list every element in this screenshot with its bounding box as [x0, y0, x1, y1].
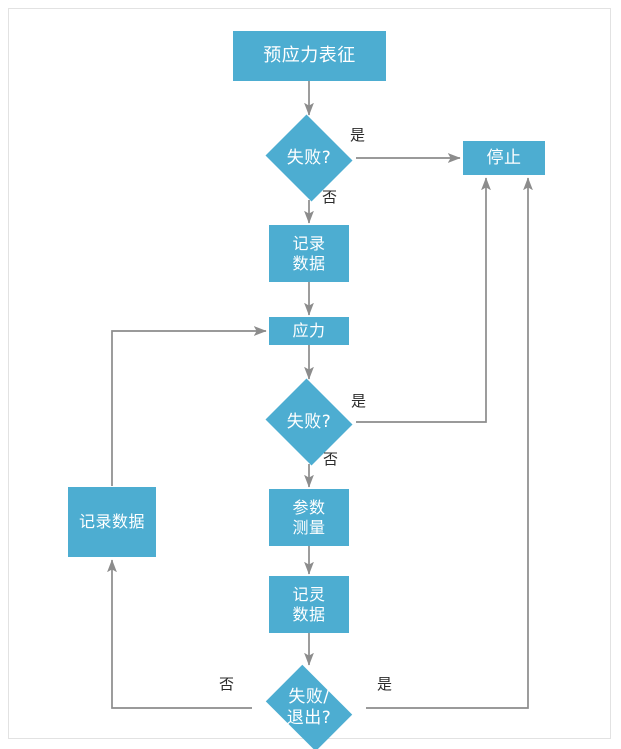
node-prestress[interactable]: 预应力表征: [233, 31, 386, 81]
node-stress-label: 应力: [292, 321, 326, 341]
edge-failexit-to-recordleft: [107, 559, 252, 709]
edge-label-no-2: 否: [323, 450, 339, 468]
edge-fail2-to-stop: [356, 177, 491, 423]
node-record-data-2-label: 记灵 数据: [292, 584, 326, 624]
node-prestress-label: 预应力表征: [263, 45, 356, 67]
node-stop[interactable]: 停止: [463, 141, 545, 175]
edge-label-yes-1: 是: [350, 126, 366, 144]
node-record-data-left-label: 记录数据: [78, 512, 145, 532]
edge-label-no-1: 否: [322, 188, 338, 206]
node-record-data-1[interactable]: 记录 数据: [269, 225, 349, 282]
node-fail-1[interactable]: 失败?: [263, 114, 355, 202]
node-record-data-2[interactable]: 记灵 数据: [269, 576, 349, 633]
node-stop-label: 停止: [486, 147, 522, 168]
node-fail-2-label: 失败?: [286, 411, 332, 432]
node-record-data-left[interactable]: 记录数据: [68, 487, 156, 557]
edge-label-no-3: 否: [219, 675, 235, 693]
node-stress[interactable]: 应力: [269, 317, 349, 345]
node-fail-1-label: 失败?: [286, 147, 332, 168]
edge-failexit-to-stop: [366, 177, 533, 709]
edge-label-yes-2: 是: [351, 392, 367, 410]
edge-label-yes-3: 是: [377, 675, 393, 693]
node-parameter-measurement[interactable]: 参数 测量: [269, 489, 349, 546]
node-fail-or-exit-label: 失败/ 退出?: [286, 687, 332, 728]
node-fail-2[interactable]: 失败?: [263, 378, 355, 466]
node-fail-or-exit[interactable]: 失败/ 退出?: [253, 664, 365, 749]
node-parameter-measurement-label: 参数 测量: [292, 497, 326, 537]
edge-recordleft-to-stress: [111, 326, 267, 486]
node-record-data-1-label: 记录 数据: [292, 233, 326, 273]
